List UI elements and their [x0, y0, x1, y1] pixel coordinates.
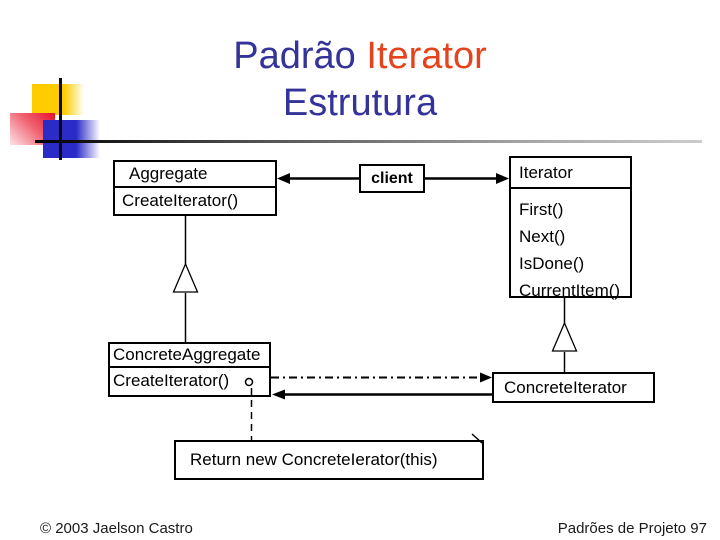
slide-title-line2: Estrutura	[282, 82, 438, 124]
footer-page-number: Padrões de Projeto 97	[557, 520, 707, 537]
iterator-method-isdone: IsDone()	[519, 254, 585, 273]
iterator-method-next: Next()	[519, 227, 566, 246]
generalization-concrete-iterator	[551, 298, 578, 372]
class-box-concrete-aggregate: ConcreteAggregate CreateIterator()	[108, 342, 271, 397]
decoration-yellow-square	[32, 84, 84, 115]
association-concrete-iterator-aggregate	[272, 389, 492, 400]
title-underline-rule	[35, 140, 702, 143]
title-space	[356, 35, 367, 77]
class-name-aggregate: Aggregate	[115, 162, 275, 188]
class-box-aggregate: Aggregate CreateIterator()	[113, 160, 277, 216]
class-box-iterator: Iterator First() Next() IsDone() Current…	[509, 156, 632, 300]
class-name-concrete-aggregate: ConcreteAggregate	[110, 344, 269, 368]
dependency-create-concrete-iterator	[271, 372, 492, 383]
decoration-vertical-line	[59, 78, 62, 160]
association-client-iterator	[425, 173, 509, 184]
uml-note-box: Return new ConcreteIerator(this)	[174, 440, 484, 480]
class-methods-iterator: First() Next() IsDone() CurrentItem()	[511, 189, 630, 304]
uml-note-text: Return new ConcreteIerator(this)	[190, 450, 438, 469]
title-word-padrao: Padrão	[233, 35, 356, 77]
slide-title-line1: Padrão Iterator	[0, 33, 720, 80]
class-box-client: client	[359, 164, 425, 193]
title-word-iterator: Iterator	[366, 35, 487, 77]
iterator-method-currentitem: CurrentItem()	[519, 281, 621, 300]
iterator-method-first: First()	[519, 200, 564, 219]
decoration-blue-square	[43, 120, 100, 158]
class-method-concrete-aggregate-createiterator: CreateIterator()	[113, 370, 230, 390]
class-name-iterator: Iterator	[511, 158, 630, 189]
generalization-concrete-aggregate	[172, 216, 199, 342]
association-client-aggregate	[277, 173, 359, 184]
class-method-aggregate-createiterator: CreateIterator()	[122, 191, 239, 210]
footer-copyright: © 2003 Jaelson Castro	[40, 520, 193, 537]
class-box-concrete-iterator: ConcreteIterator	[492, 372, 655, 403]
slide-title: Padrão Iterator Estrutura	[0, 33, 720, 127]
